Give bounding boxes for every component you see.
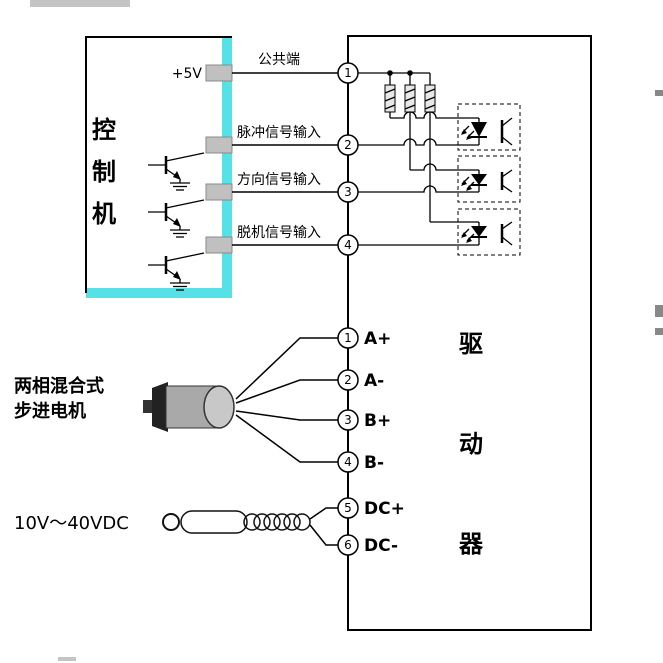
terminal-label: DC+ bbox=[364, 499, 405, 519]
top-edge-artifact bbox=[30, 0, 130, 7]
connector-pad bbox=[205, 183, 233, 201]
terminal-number: 5 bbox=[344, 501, 352, 515]
wire-hop bbox=[390, 111, 458, 119]
terminal: 3 bbox=[337, 181, 359, 203]
terminal: 2 bbox=[337, 134, 359, 156]
connector-pad bbox=[205, 236, 233, 254]
terminal: 4 B- bbox=[337, 451, 384, 473]
ground-icon bbox=[170, 282, 190, 291]
terminal: 4 bbox=[337, 234, 359, 256]
terminal-label: A- bbox=[364, 371, 384, 391]
controller-title-char: 制 bbox=[92, 158, 116, 186]
terminal: 6 DC- bbox=[337, 534, 398, 556]
optocoupler-icon bbox=[457, 155, 521, 203]
driver-title-char: 驱 bbox=[459, 330, 483, 358]
terminal: 2 A- bbox=[337, 369, 384, 391]
cable-coil-icon bbox=[243, 513, 311, 531]
wire-hop bbox=[358, 138, 458, 146]
highlight-strip-right bbox=[222, 36, 232, 298]
motor-assembly: 两相混合式 步进电机 bbox=[14, 337, 338, 463]
terminal-number: 1 bbox=[344, 331, 352, 345]
supply-label: +5V bbox=[172, 66, 203, 82]
highlight-strip-bottom bbox=[86, 288, 232, 298]
resistor bbox=[384, 73, 396, 118]
power-plug-graphic bbox=[162, 507, 338, 546]
terminal-number: 1 bbox=[344, 66, 352, 80]
optocoupler-icon bbox=[457, 208, 521, 256]
resistor bbox=[404, 73, 416, 170]
right-edge-artifact bbox=[655, 328, 663, 335]
ground-icon bbox=[170, 182, 190, 191]
transistor-icon bbox=[148, 152, 205, 191]
terminal-number: 3 bbox=[344, 413, 352, 427]
signal-label-direction: 方向信号输入 bbox=[237, 172, 321, 188]
terminal-number: 4 bbox=[344, 455, 352, 469]
connector-pad bbox=[205, 136, 233, 154]
controller-title-char: 控 bbox=[92, 116, 116, 144]
terminal-label: A+ bbox=[364, 329, 391, 349]
signal-label-offline: 脱机信号输入 bbox=[237, 225, 321, 241]
controller-title-char: 机 bbox=[92, 200, 116, 228]
controller-box: 控 制 机 +5V bbox=[85, 36, 233, 298]
motor-label-line1: 两相混合式 bbox=[14, 375, 104, 397]
connector-pad bbox=[205, 64, 233, 82]
ground-icon bbox=[170, 229, 190, 238]
signal-label-pulse: 脉冲信号输入 bbox=[237, 125, 321, 141]
stepper-motor-graphic bbox=[143, 382, 235, 432]
right-edge-artifact bbox=[655, 90, 663, 96]
bottom-edge-artifact bbox=[58, 657, 76, 661]
terminal: 3 B+ bbox=[337, 409, 391, 431]
right-edge-artifact bbox=[655, 305, 663, 317]
transistor-icon bbox=[148, 252, 205, 291]
wire-hop bbox=[410, 163, 458, 171]
power-assembly: 10V～40VDC bbox=[14, 507, 338, 546]
transistor-icon bbox=[148, 199, 205, 238]
terminal-number: 4 bbox=[344, 238, 352, 252]
motor-label-line2: 步进电机 bbox=[14, 400, 86, 422]
terminal-label: B- bbox=[364, 453, 384, 473]
signal-label-common: 公共端 bbox=[258, 52, 300, 68]
terminal-label: B+ bbox=[364, 411, 391, 431]
terminal: 1 A+ bbox=[337, 327, 391, 349]
wire-hop bbox=[358, 185, 458, 193]
resistor bbox=[424, 73, 436, 222]
motor-wires bbox=[235, 337, 338, 463]
terminal: 1 bbox=[337, 62, 359, 84]
driver-title-char: 器 bbox=[458, 530, 484, 558]
terminal-number: 3 bbox=[344, 185, 352, 199]
terminal-number: 2 bbox=[344, 373, 352, 387]
controller-border bbox=[85, 36, 232, 293]
driver-title-char: 动 bbox=[459, 430, 483, 458]
power-label: 10V～40VDC bbox=[14, 513, 129, 534]
terminal-label: DC- bbox=[364, 536, 398, 556]
terminal-number: 6 bbox=[344, 538, 352, 552]
signal-wires: 公共端 脉冲信号输入 方向信号输入 脱机信号输入 bbox=[232, 52, 338, 246]
terminal-number: 2 bbox=[344, 138, 352, 152]
optocoupler-icon bbox=[457, 103, 521, 151]
optocoupler-input-circuit bbox=[358, 70, 521, 256]
terminal: 5 DC+ bbox=[337, 497, 405, 519]
driver-terminals: 1 2 3 4 1 A+ 2 A- 3 B+ bbox=[337, 62, 405, 556]
